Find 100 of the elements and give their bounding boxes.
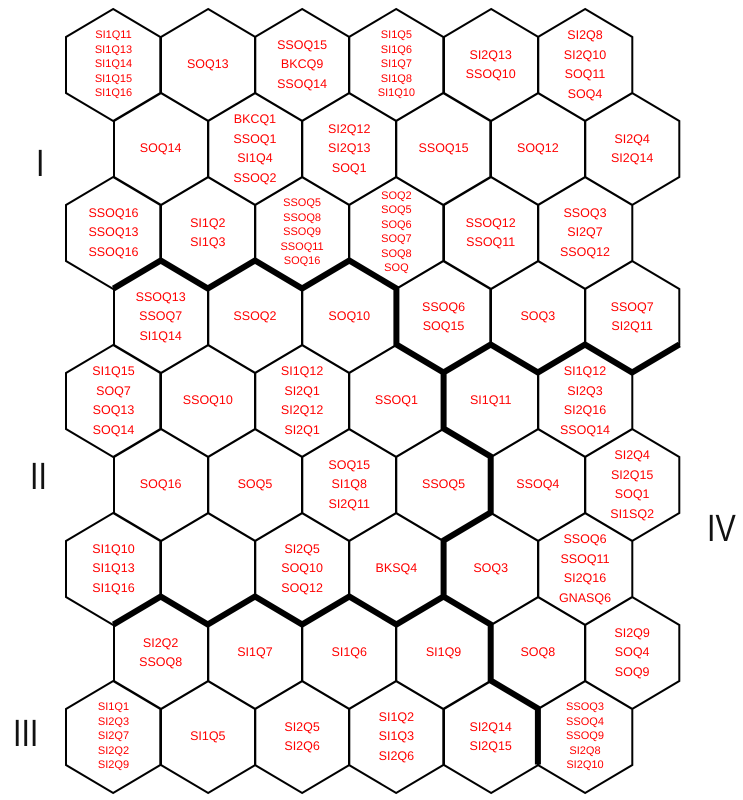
hex-cell	[66, 680, 161, 792]
locus-label: SSOQ8	[139, 656, 182, 668]
locus-label: SSOQ5	[422, 478, 466, 491]
hex-cell	[66, 512, 161, 624]
locus-label: BKCQ9	[280, 58, 324, 71]
locus-label: SSOQ14	[277, 78, 328, 90]
locus-label: SI1Q14	[139, 330, 182, 342]
locus-label: SI2Q13	[470, 48, 512, 61]
hex-cell	[349, 680, 444, 792]
locus-label: SSOQ8	[283, 212, 322, 224]
locus-label: SI2Q2	[142, 636, 178, 649]
locus-label: GNASQ6	[558, 592, 612, 604]
locus-label: SI1Q2	[378, 710, 414, 724]
locus-label: SOQ14	[92, 424, 134, 436]
locus-label: SOQ10	[281, 562, 323, 575]
locus-label: SI1Q7	[237, 646, 273, 659]
locus-label: SI2Q3	[98, 716, 130, 728]
hex-cell	[538, 8, 632, 120]
locus-label: SI1Q3	[378, 730, 414, 743]
locus-label: SI1Q6	[380, 44, 412, 56]
locus-label: SSOQ5	[283, 198, 322, 209]
locus-label: SI2Q9	[98, 760, 130, 771]
region-numeral: IV	[707, 510, 736, 548]
locus-label: SOQ2	[381, 190, 412, 202]
locus-label: SOQ13	[186, 58, 229, 71]
locus-label: SSOQ10	[182, 394, 233, 407]
locus-label: SSOQ4	[516, 478, 560, 491]
hex-cell	[160, 680, 255, 792]
locus-label: SOQ8	[520, 646, 556, 659]
locus-label: SI1Q14	[94, 59, 132, 70]
locus-label: SSOQ11	[280, 242, 324, 252]
locus-label: SSOQ1	[374, 394, 418, 407]
locus-label: SI1Q15	[94, 74, 132, 84]
locus-label: SI2Q5	[284, 720, 320, 733]
locus-label: SI1Q12	[280, 365, 324, 378]
locus-label: SI2Q3	[567, 384, 603, 397]
locus-label: SI2Q4	[614, 132, 650, 145]
locus-label: SI2Q1	[284, 424, 320, 436]
locus-label: SOQ3	[520, 310, 556, 323]
locus-label: SSOQ6	[422, 300, 466, 313]
locus-label: SI1Q13	[92, 562, 135, 575]
locus-label: SI2Q5	[284, 542, 320, 556]
locus-label: SI1Q12	[564, 365, 606, 378]
hex-cell	[444, 8, 538, 120]
locus-label: SI1Q16	[94, 88, 132, 99]
hex-cell	[66, 8, 161, 120]
locus-label: SOQ4	[614, 646, 650, 659]
locus-label: SOQ3	[473, 562, 508, 575]
hex-cell	[444, 680, 538, 792]
locus-label: SI1SQ2	[610, 508, 654, 520]
hex-cell	[444, 176, 538, 288]
locus-label: SOQ1	[332, 162, 367, 174]
locus-label: SI1Q4	[237, 152, 273, 164]
locus-label: SI2Q7	[98, 731, 130, 742]
locus-label: SOQ14	[140, 142, 182, 155]
locus-label: SSOQ7	[139, 310, 182, 323]
locus-label: SOQ16	[284, 256, 320, 267]
locus-label: SI1Q2	[190, 216, 226, 229]
locus-label: SI2Q6	[378, 750, 414, 762]
locus-label: SOQ5	[381, 205, 412, 216]
hex-cell	[349, 8, 444, 120]
locus-label: SI2Q10	[566, 760, 604, 771]
locus-label: SOQ	[384, 263, 409, 274]
locus-label: BKCQ1	[234, 113, 276, 126]
locus-label: SSOQ9	[566, 731, 604, 742]
locus-label: SOQ7	[96, 384, 131, 397]
locus-label: SI1Q10	[378, 88, 416, 99]
locus-label: SI1Q11	[95, 30, 132, 41]
locus-label: SI1Q8	[332, 478, 367, 491]
locus-label: SSOQ15	[277, 38, 328, 52]
hex-cell	[66, 344, 161, 456]
region-numeral: III	[13, 715, 38, 753]
locus-label: SOQ1	[614, 488, 650, 500]
locus-label: SSOQ15	[418, 142, 469, 155]
locus-label: SI2Q14	[470, 720, 512, 733]
locus-label: SSOQ12	[560, 246, 610, 258]
locus-label: SOQ12	[281, 582, 323, 594]
hex-cell	[66, 176, 161, 288]
locus-label: SSOQ12	[466, 216, 516, 229]
locus-label: SI1Q5	[380, 30, 412, 41]
locus-label: SSOQ11	[560, 552, 610, 565]
locus-label: SOQ15	[328, 458, 370, 472]
hex-cell	[254, 680, 350, 792]
locus-label: SI1Q3	[190, 236, 226, 248]
locus-label: SSOQ11	[466, 236, 516, 248]
locus-label: SI1Q11	[470, 394, 512, 407]
locus-label: SI1Q15	[92, 365, 135, 378]
hex-cell	[538, 176, 632, 288]
locus-label: SI1Q1	[98, 702, 130, 713]
locus-label: SSOQ4	[566, 716, 604, 728]
locus-label: SSOQ7	[610, 300, 654, 313]
hex-cell	[349, 176, 444, 288]
locus-label: SI1Q6	[332, 646, 367, 659]
locus-label: SI2Q10	[564, 48, 606, 61]
locus-label: SI2Q12	[328, 122, 370, 136]
locus-label: SOQ8	[381, 248, 412, 260]
locus-label: SSOQ10	[466, 68, 516, 80]
locus-label: SI2Q11	[328, 498, 370, 510]
locus-label: SI2Q8	[567, 29, 603, 42]
locus-label: SSOQ6	[563, 533, 607, 546]
